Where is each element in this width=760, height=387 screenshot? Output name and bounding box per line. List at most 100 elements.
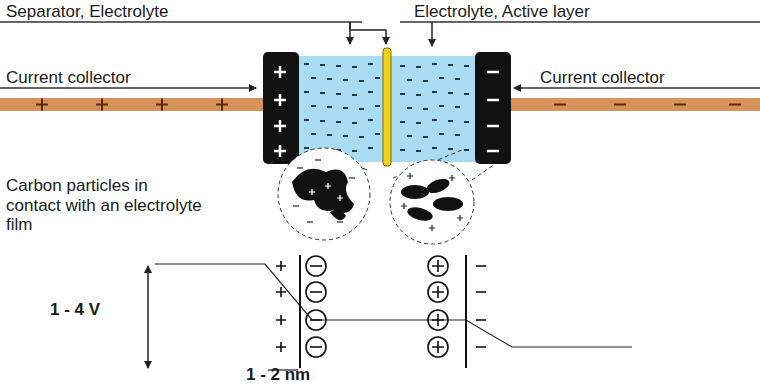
leader-label: Electrolyte, Active layer (414, 2, 590, 22)
ion-dash (336, 65, 341, 67)
ion-dash (359, 108, 364, 110)
ion-dash (336, 93, 341, 95)
ion-dash (400, 149, 405, 151)
ion-dash (304, 147, 309, 149)
ion-dash (400, 93, 405, 95)
minus-sign (476, 291, 486, 293)
minus-sign (476, 265, 486, 267)
callout-label: Carbon particles in contact with an elec… (6, 176, 206, 235)
plus-sign (457, 215, 463, 221)
ion-dash (448, 92, 453, 94)
ion-dash (423, 136, 428, 138)
ion-dash (439, 105, 444, 107)
ion-dash (304, 63, 309, 65)
ion-dash (304, 119, 309, 121)
ion-dash (432, 119, 437, 121)
plus-sign (309, 189, 315, 195)
ion-dash (352, 66, 357, 68)
minus-sign (293, 205, 299, 206)
ion-dash (432, 63, 437, 65)
ion-dash (368, 119, 373, 121)
ion-dash (327, 106, 332, 108)
anion-circle (306, 310, 326, 330)
plus-sign (449, 175, 455, 181)
ion-dash (359, 80, 364, 82)
minus-sign (476, 319, 486, 321)
ion-dash (439, 133, 444, 135)
plus-sign (36, 99, 48, 111)
ion-dash (375, 133, 380, 135)
ion-dash (448, 120, 453, 122)
ion-dash (416, 66, 421, 68)
ion-dash (407, 135, 412, 137)
ion-dash (304, 91, 309, 93)
minus-sign (337, 221, 343, 222)
minus-sign (729, 104, 741, 106)
voltage-dimension: 1 - 4 V (50, 300, 100, 320)
ion-dash (423, 108, 428, 110)
cation-circle (428, 282, 448, 302)
ion-dash (311, 133, 316, 135)
ion-dash (400, 65, 405, 67)
ion-dash (416, 122, 421, 124)
minus-sign (310, 265, 322, 267)
ion-dash (432, 91, 437, 93)
distance-dimension: 1 - 2 nm (246, 365, 310, 385)
plus-sign (96, 99, 108, 111)
ion-dash (416, 150, 421, 152)
ion-dash (327, 78, 332, 80)
plus-sign (429, 225, 435, 231)
minus-sign (614, 104, 626, 106)
ion-dash (320, 92, 325, 94)
plus-sign (216, 99, 228, 111)
ion-dash (311, 77, 316, 79)
ion-dash (455, 78, 460, 80)
anion-circle (306, 282, 326, 302)
ion-dash (352, 94, 357, 96)
ion-dash (375, 77, 380, 79)
plus-sign (276, 287, 286, 297)
cation-circle (428, 256, 448, 276)
ion-dash (432, 147, 437, 149)
ion-dash (464, 149, 469, 151)
minus-sign (674, 104, 686, 106)
ion-dash (400, 121, 405, 123)
ion-dash (448, 64, 453, 66)
minus-sign (307, 221, 313, 222)
ion-dash (359, 136, 364, 138)
ion-dash (407, 79, 412, 81)
minus-sign (349, 177, 355, 178)
cation-circle (428, 337, 448, 357)
ion-dash (455, 106, 460, 108)
minus-sign (310, 346, 322, 348)
ion-dash (320, 120, 325, 122)
ion-dash (368, 63, 373, 65)
ion-dash (464, 93, 469, 95)
plus-sign (337, 195, 343, 201)
minus-sign (297, 167, 303, 168)
part-label: Current collector (6, 68, 131, 88)
ion-dash (464, 121, 469, 123)
ion-dash (448, 148, 453, 150)
plus-sign (432, 314, 444, 326)
ion-dash (455, 134, 460, 136)
plus-sign (276, 342, 286, 352)
plus-sign (432, 260, 444, 272)
minus-sign (554, 104, 566, 106)
ion-dash (343, 107, 348, 109)
ion-dash (375, 105, 380, 107)
cation-circle (428, 310, 448, 330)
plus-sign (156, 99, 168, 111)
plus-sign (432, 341, 444, 353)
minus-sign (476, 346, 486, 348)
ion-dash (352, 150, 357, 152)
plus-sign (276, 261, 286, 271)
ion-dash (320, 64, 325, 66)
ion-dash (423, 80, 428, 82)
ion-dash (311, 105, 316, 107)
ion-dash (416, 94, 421, 96)
plus-sign (276, 315, 286, 325)
ion-dash (368, 147, 373, 149)
plus-sign (325, 183, 331, 189)
